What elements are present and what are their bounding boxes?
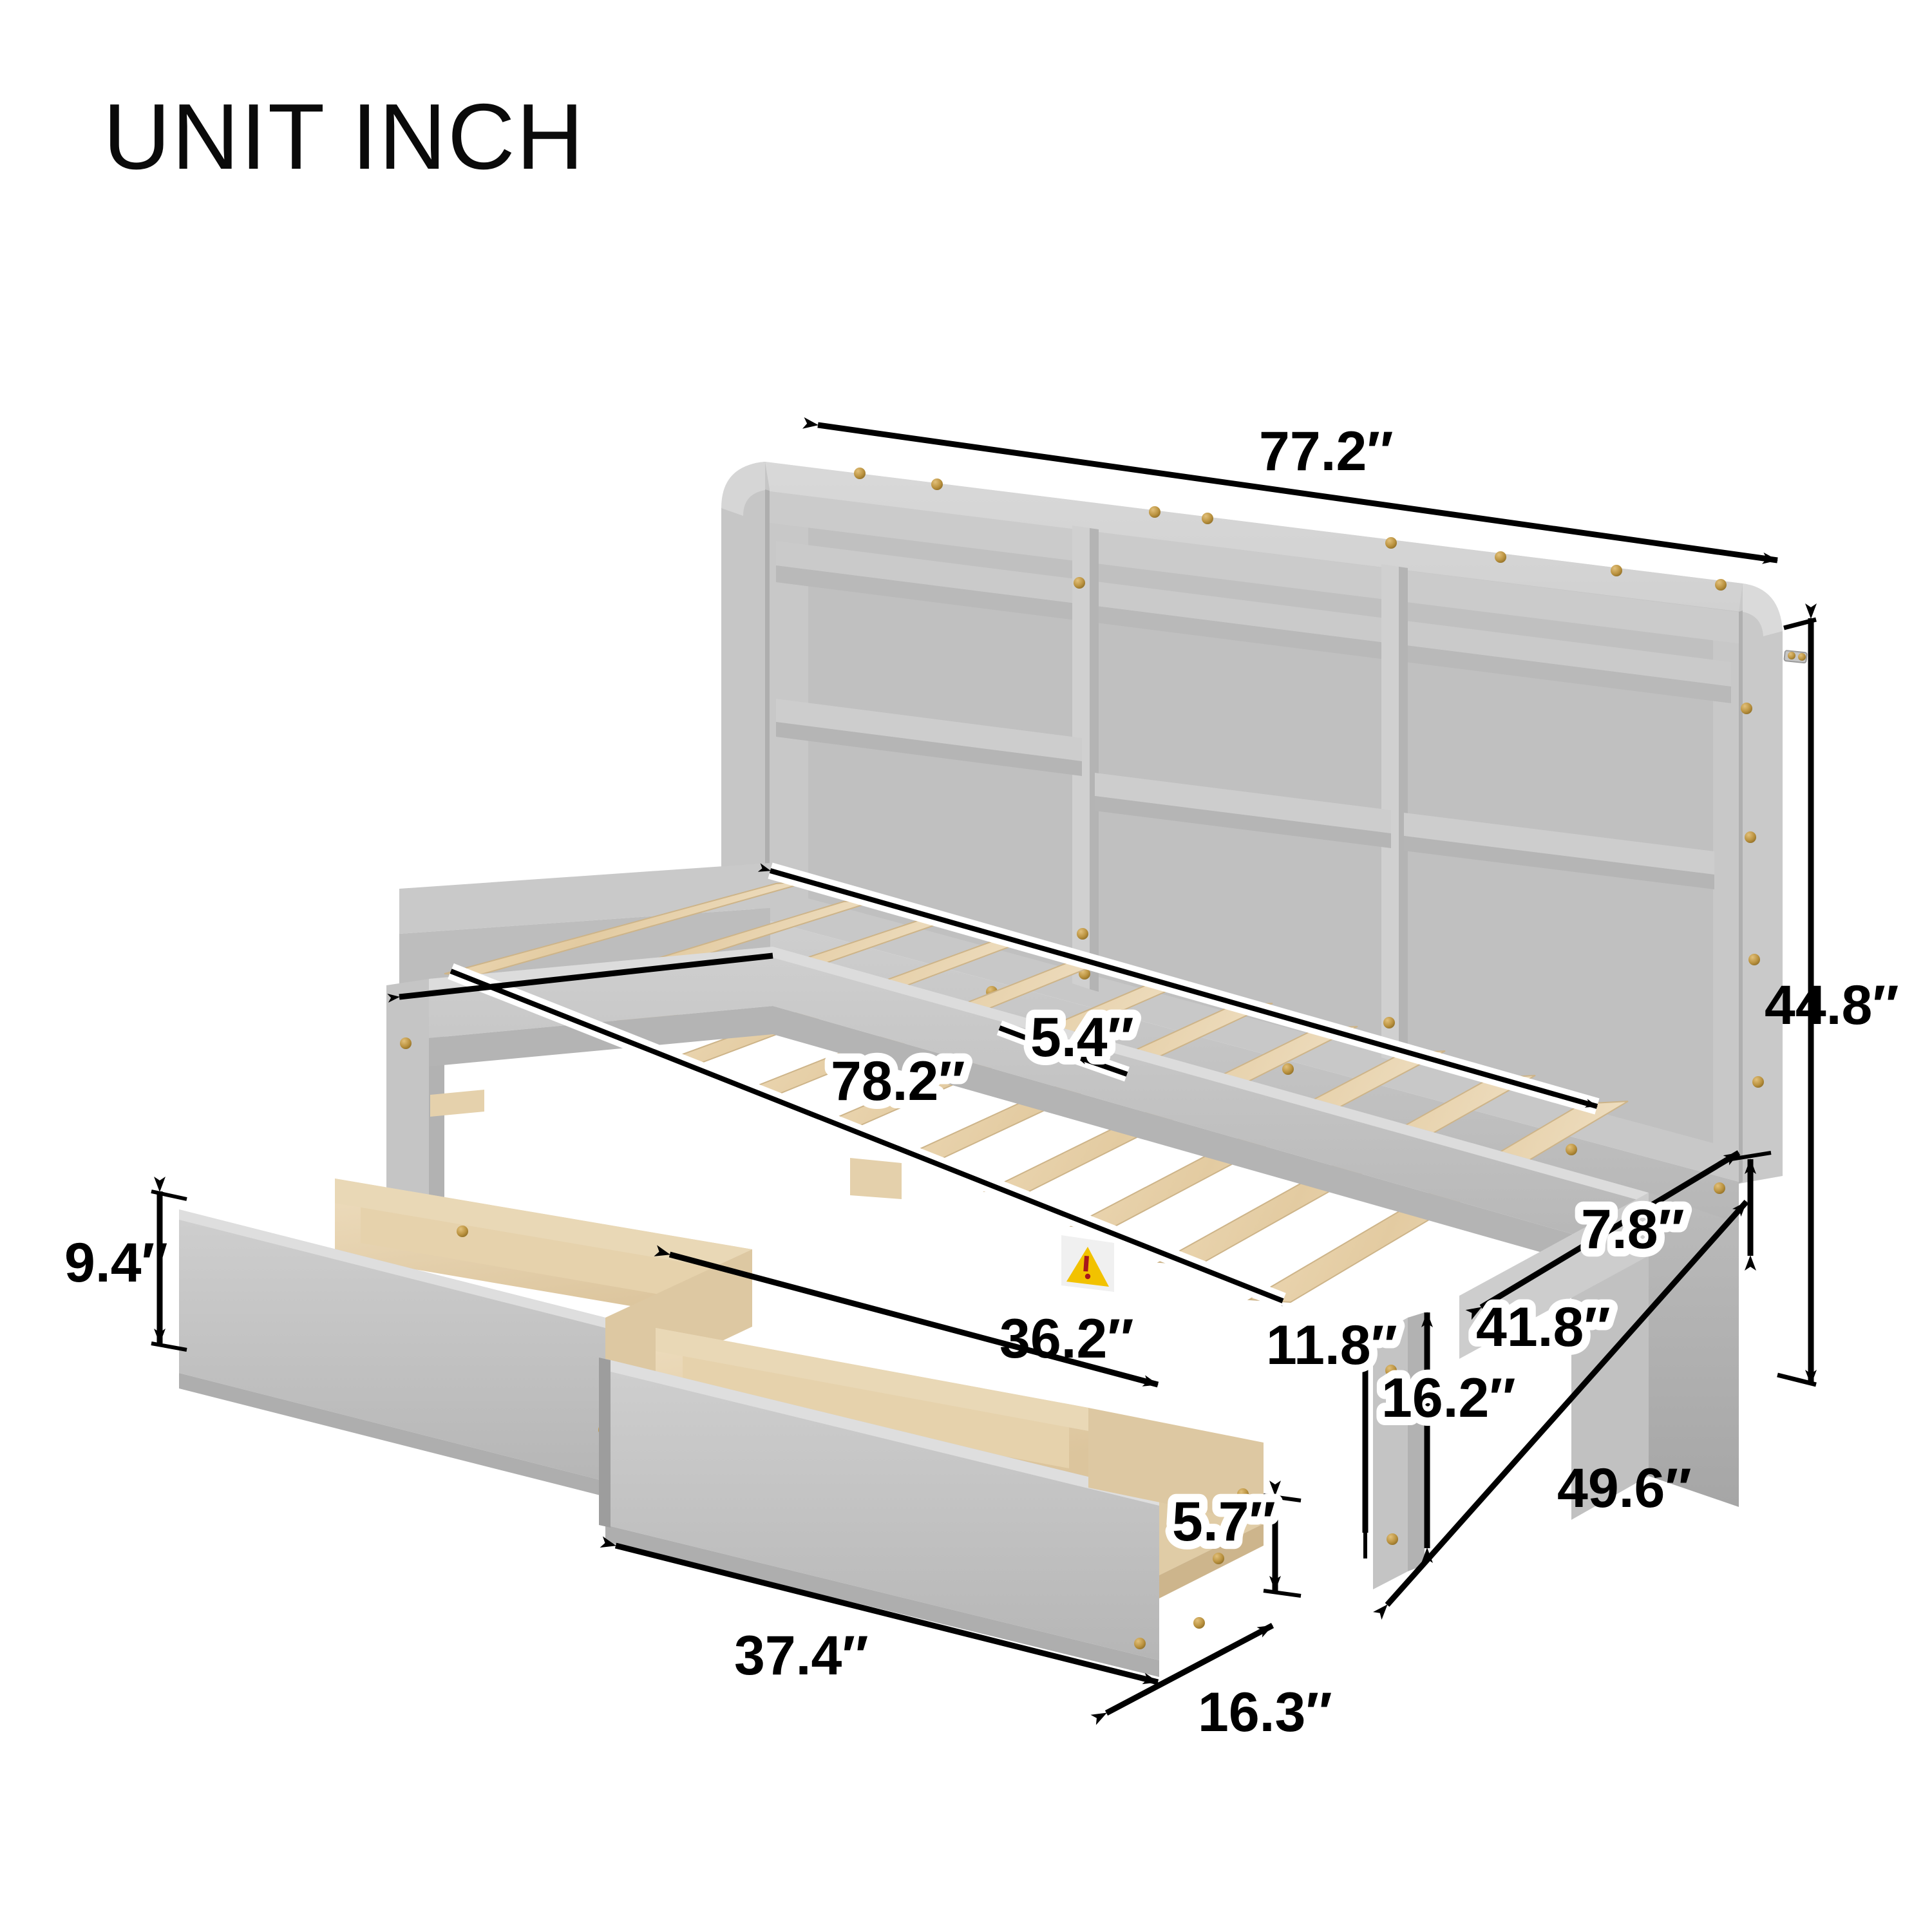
dimlabel-11-8: 11.8″ bbox=[1266, 1314, 1397, 1376]
dimension-labels: 77.2″ 44.8″ 78.2″ 5.4″ 9.4″ 36.2″ 37.4″ … bbox=[64, 421, 1899, 1743]
dimlabel-5-7: 5.7″ bbox=[1172, 1491, 1276, 1553]
dimline-16-3 bbox=[1090, 1623, 1274, 1725]
dimension-lines bbox=[151, 417, 1817, 1725]
dimlabel-41-8: 41.8″ bbox=[1476, 1296, 1611, 1358]
dimline-77-2 bbox=[802, 417, 1778, 564]
dimlabel-78-2: 78.2″ bbox=[831, 1050, 965, 1112]
dimline-36-2 bbox=[654, 1245, 1159, 1388]
dimlabel-9-4: 9.4″ bbox=[64, 1232, 168, 1294]
dimline-5-4 bbox=[996, 1020, 1130, 1082]
page-title: UNIT INCH bbox=[103, 84, 585, 189]
dimline-37-4 bbox=[600, 1536, 1159, 1685]
warning-label bbox=[1061, 1235, 1114, 1292]
dimlabel-5-4: 5.4″ bbox=[1030, 1007, 1134, 1068]
bookcase-shelf-left bbox=[776, 699, 1082, 776]
dimlabel-16-2: 16.2″ bbox=[1381, 1367, 1516, 1429]
dimlabel-77-2: 77.2″ bbox=[1259, 421, 1394, 482]
bookcase-shelf-right bbox=[1404, 813, 1714, 889]
dimlabel-36-2: 36.2″ bbox=[999, 1308, 1134, 1370]
dimlabel-16-3: 16.3″ bbox=[1198, 1681, 1332, 1743]
bed-support-leg bbox=[850, 1158, 902, 1199]
dimlabel-7-8: 7.8″ bbox=[1581, 1198, 1685, 1260]
dimline-9-4 bbox=[151, 1177, 187, 1352]
dimlabel-37-4: 37.4″ bbox=[734, 1625, 869, 1687]
dimlabel-44-8: 44.8″ bbox=[1765, 974, 1899, 1036]
dimline-5-7 bbox=[1263, 1481, 1302, 1598]
bookcase-shelf-middle bbox=[1095, 773, 1391, 848]
dimlabel-49-6: 49.6″ bbox=[1557, 1457, 1692, 1519]
dimline-49-6 bbox=[1372, 1200, 1749, 1620]
